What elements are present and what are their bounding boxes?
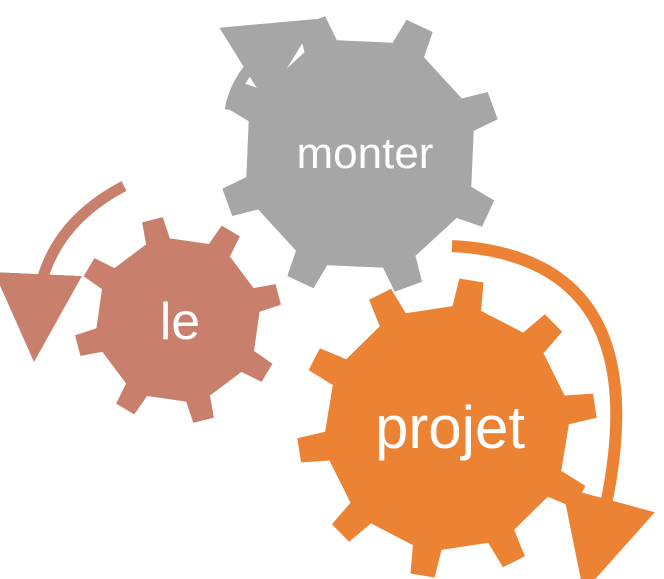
- gear-le: [75, 217, 281, 423]
- orange-rotation-arrow: [451, 240, 655, 579]
- gear-projet: [297, 278, 597, 578]
- rose-rotation-arrow: [0, 181, 127, 362]
- gear-label-le: le: [159, 293, 201, 351]
- gear-label-projet: projet: [374, 394, 526, 461]
- gear-monter: [222, 16, 498, 292]
- gear-label-monter: monter: [296, 129, 434, 178]
